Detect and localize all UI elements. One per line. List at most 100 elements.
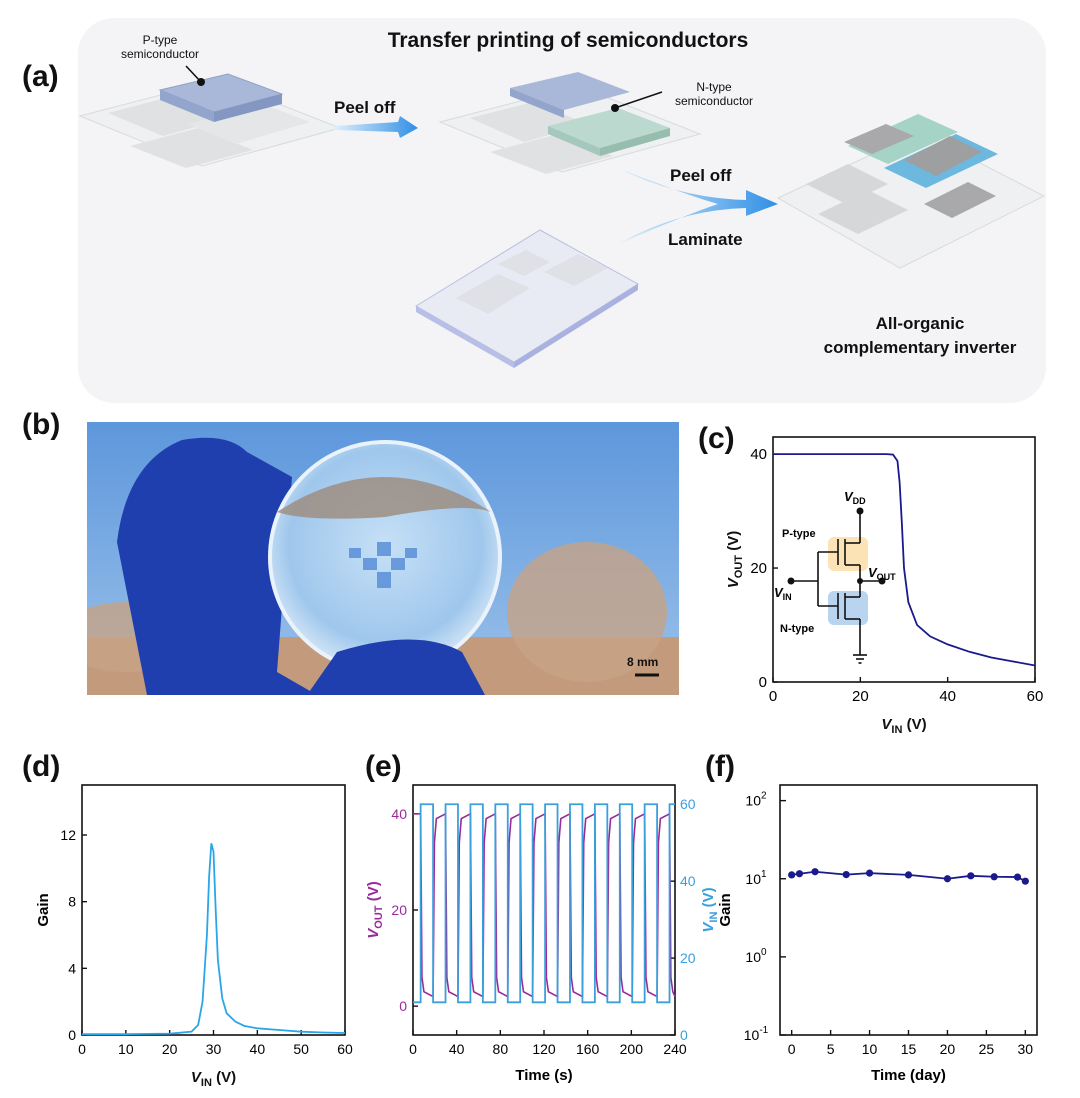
gain-curve bbox=[82, 843, 346, 1036]
x-tick-label: 15 bbox=[901, 1041, 917, 1057]
y-axis-label: Gain bbox=[35, 893, 52, 926]
x-tick-label: 5 bbox=[827, 1041, 835, 1057]
x-tick-label: 30 bbox=[206, 1041, 222, 1057]
y-tick-label: 0 bbox=[68, 1027, 76, 1043]
y-axis-label: VOUT (V) bbox=[725, 531, 745, 588]
laminate-label: Laminate bbox=[668, 230, 743, 249]
photo-glass-sphere: 8 mm bbox=[87, 422, 679, 695]
x-tick-label: 40 bbox=[939, 688, 956, 705]
x-tick-label: 200 bbox=[620, 1041, 644, 1057]
y-tick-label: 100 bbox=[745, 947, 767, 965]
x-tick-label: 30 bbox=[1018, 1041, 1034, 1057]
x-tick-label: 0 bbox=[788, 1041, 796, 1057]
schematic-title: Transfer printing of semiconductors bbox=[387, 29, 749, 52]
substrate-stack-2 bbox=[438, 72, 702, 174]
vout-trace bbox=[413, 812, 676, 998]
y-tick-label: 0 bbox=[759, 674, 767, 691]
plot-frame bbox=[772, 436, 1036, 683]
vdd-label: VDD bbox=[844, 489, 866, 506]
y-tick-label: 12 bbox=[60, 827, 76, 843]
n-type-inset-label: N-type bbox=[780, 623, 814, 635]
x-tick-label: 10 bbox=[862, 1041, 878, 1057]
x-tick-label: 60 bbox=[1027, 688, 1044, 705]
gain-point bbox=[865, 869, 874, 877]
inverter-stack bbox=[776, 114, 1046, 269]
panel-label-b: (b) bbox=[22, 408, 61, 441]
photo-illustration bbox=[87, 422, 679, 695]
plot-frame bbox=[81, 784, 346, 1036]
peel-off-label-2: Peel off bbox=[670, 166, 732, 185]
x-tick-label: 0 bbox=[78, 1041, 86, 1057]
x-axis-label: VIN (V) bbox=[191, 1069, 236, 1089]
vout-label: VOUT bbox=[868, 565, 896, 582]
y-tick-label: 102 bbox=[745, 791, 767, 809]
y-tick-label: 20 bbox=[391, 902, 407, 918]
gain-point bbox=[990, 873, 998, 881]
substrate-stack-1 bbox=[78, 73, 342, 168]
panel-label-f: (f) bbox=[705, 750, 735, 783]
x-tick-label: 60 bbox=[337, 1041, 353, 1057]
y-axis-label: VOUT (V) bbox=[365, 881, 385, 938]
x-tick-label: 40 bbox=[449, 1041, 465, 1057]
x-tick-label: 10 bbox=[118, 1041, 134, 1057]
y-tick-label: 40 bbox=[391, 806, 407, 822]
vin-trace bbox=[413, 803, 675, 1004]
p-type-inset-label: P-type bbox=[782, 528, 816, 540]
x-tick-label: 20 bbox=[162, 1041, 178, 1057]
vin-label: VIN bbox=[774, 585, 792, 602]
x-tick-label: 0 bbox=[769, 688, 777, 705]
schematic-panel: Transfer printing of semiconductors P-ty… bbox=[78, 18, 1046, 403]
inverter-circuit-inset: VDD VOUT VIN P-type N-type bbox=[774, 489, 896, 664]
gain-point bbox=[788, 871, 796, 879]
vout-curve bbox=[773, 453, 1036, 667]
panel-label-c: (c) bbox=[698, 422, 735, 455]
gain-point bbox=[904, 871, 913, 879]
plot-frame bbox=[779, 784, 1038, 1036]
gain-point bbox=[1013, 873, 1022, 881]
x-tick-label: 240 bbox=[663, 1041, 687, 1057]
x-tick-label: 40 bbox=[250, 1041, 266, 1057]
y-tick-label: 10-1 bbox=[744, 1025, 769, 1043]
gain-point bbox=[795, 870, 804, 878]
glass-sphere bbox=[268, 440, 502, 674]
panel-label-d: (d) bbox=[22, 750, 61, 783]
scale-bar-label: 8 mm bbox=[627, 655, 659, 669]
laminate-stamp bbox=[415, 229, 639, 368]
x-tick-label: 0 bbox=[409, 1041, 417, 1057]
gain-point bbox=[967, 872, 975, 880]
y2-tick-label: 20 bbox=[680, 950, 696, 966]
gain-point bbox=[842, 871, 850, 879]
y-tick-label: 101 bbox=[745, 869, 767, 887]
panel-label-e: (e) bbox=[365, 750, 402, 783]
schematic-illustration bbox=[78, 65, 1046, 368]
gain-point bbox=[1021, 877, 1029, 885]
p-type-highlight bbox=[828, 537, 868, 571]
gain-point bbox=[943, 875, 952, 883]
x-axis-label: VIN (V) bbox=[881, 716, 926, 736]
x-tick-label: 20 bbox=[852, 688, 869, 705]
x-tick-label: 25 bbox=[979, 1041, 995, 1057]
y-tick-label: 8 bbox=[68, 894, 76, 910]
y2-tick-label: 0 bbox=[680, 1027, 688, 1043]
y2-axis-label: VIN (V) bbox=[700, 887, 720, 932]
x-tick-label: 50 bbox=[293, 1041, 309, 1057]
x-tick-label: 80 bbox=[493, 1041, 509, 1057]
x-tick-label: 160 bbox=[576, 1041, 600, 1057]
y-tick-label: 40 bbox=[750, 446, 767, 463]
y-tick-label: 0 bbox=[399, 998, 407, 1014]
x-tick-label: 120 bbox=[532, 1041, 556, 1057]
y2-tick-label: 40 bbox=[680, 873, 696, 889]
y-tick-label: 20 bbox=[750, 560, 767, 577]
peel-off-label-1: Peel off bbox=[334, 98, 396, 117]
panel-label-a: (a) bbox=[22, 60, 59, 93]
gain-point bbox=[811, 868, 819, 876]
peel-off-arrow bbox=[334, 116, 418, 138]
x-axis-label: Time (s) bbox=[515, 1067, 572, 1084]
